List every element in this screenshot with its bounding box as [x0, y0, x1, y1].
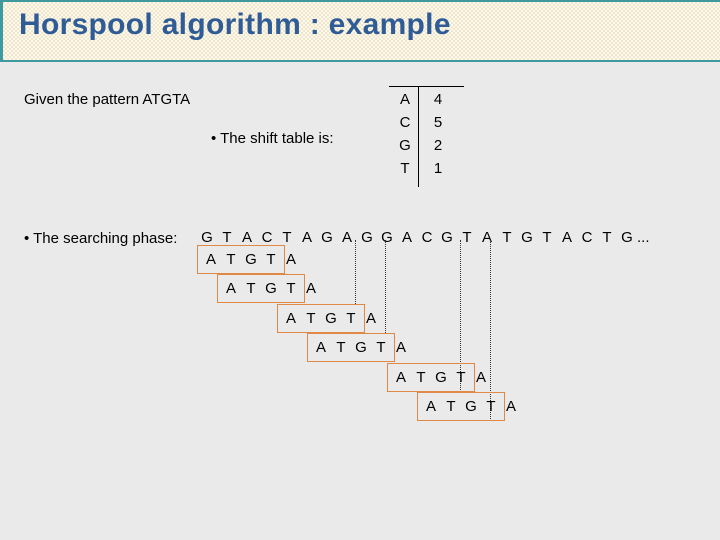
sequence-char: G — [381, 229, 393, 246]
shift-table-value: 4 — [433, 91, 443, 108]
pattern-char: A — [315, 339, 326, 356]
shift-table-character: C — [399, 114, 411, 131]
pattern-char: T — [286, 280, 296, 297]
pattern-char: G — [325, 310, 337, 327]
pattern-char: G — [245, 251, 257, 268]
pattern-char: A — [285, 310, 296, 327]
given-pattern-text: Given the pattern ATGTA — [24, 91, 191, 108]
pattern-char: T — [336, 339, 346, 356]
searching-phase-label: • The searching phase: — [24, 230, 178, 247]
sequence-char: G — [321, 229, 333, 246]
alignment-guide-line — [460, 240, 461, 392]
sequence-char: G — [521, 229, 533, 246]
shift-table-character: G — [399, 137, 411, 154]
pattern-char: G — [465, 398, 477, 415]
alignment-guide-line — [385, 240, 386, 333]
pattern-char: T — [416, 369, 426, 386]
sequence-char: G — [361, 229, 373, 246]
shift-table-value: 2 — [433, 137, 443, 154]
sequence-char: A — [341, 229, 352, 246]
shift-table-top-rule — [389, 86, 464, 87]
pattern-char: A — [505, 398, 516, 415]
sequence-char: C — [421, 229, 433, 246]
pattern-char: A — [305, 280, 316, 297]
pattern-char: T — [456, 369, 466, 386]
pattern-char: T — [246, 280, 256, 297]
sequence-char: T — [222, 229, 232, 246]
pattern-char: T — [226, 251, 236, 268]
sequence-char: A — [301, 229, 312, 246]
pattern-char: A — [205, 251, 216, 268]
pattern-char: A — [395, 369, 406, 386]
sequence-ellipsis: ... — [637, 229, 650, 246]
sequence-char: A — [241, 229, 252, 246]
shift-table-value: 5 — [433, 114, 443, 131]
sequence-char: T — [282, 229, 292, 246]
shift-table-divider — [418, 87, 419, 187]
pattern-char: T — [446, 398, 456, 415]
sequence-char: G — [441, 229, 453, 246]
sequence-char: G — [621, 229, 633, 246]
sequence-char: C — [581, 229, 593, 246]
pattern-char: A — [475, 369, 486, 386]
shift-table-label: • The shift table is: — [211, 130, 334, 147]
sequence-char: T — [462, 229, 472, 246]
sequence-char: A — [401, 229, 412, 246]
pattern-char: T — [486, 398, 496, 415]
sequence-char: T — [542, 229, 552, 246]
sequence-char: T — [602, 229, 612, 246]
pattern-char: G — [265, 280, 277, 297]
shift-table-value: 1 — [433, 160, 443, 177]
page-title: Horspool algorithm : example — [19, 8, 451, 41]
pattern-char: G — [435, 369, 447, 386]
sequence-char: T — [502, 229, 512, 246]
title-band: Horspool algorithm : example — [0, 0, 720, 62]
pattern-char: T — [376, 339, 386, 356]
pattern-char: A — [285, 251, 296, 268]
alignment-guide-line — [490, 240, 491, 421]
sequence-char: G — [201, 229, 213, 246]
sequence-char: A — [561, 229, 572, 246]
pattern-char: A — [365, 310, 376, 327]
pattern-char: A — [395, 339, 406, 356]
shift-table-character: T — [400, 160, 410, 177]
pattern-char: A — [225, 280, 236, 297]
shift-table-character: A — [399, 91, 410, 108]
pattern-char: A — [425, 398, 436, 415]
alignment-guide-line — [355, 240, 356, 304]
pattern-char: T — [346, 310, 356, 327]
sequence-char: A — [481, 229, 492, 246]
pattern-char: G — [355, 339, 367, 356]
pattern-char: T — [306, 310, 316, 327]
pattern-char: T — [266, 251, 276, 268]
sequence-char: C — [261, 229, 273, 246]
